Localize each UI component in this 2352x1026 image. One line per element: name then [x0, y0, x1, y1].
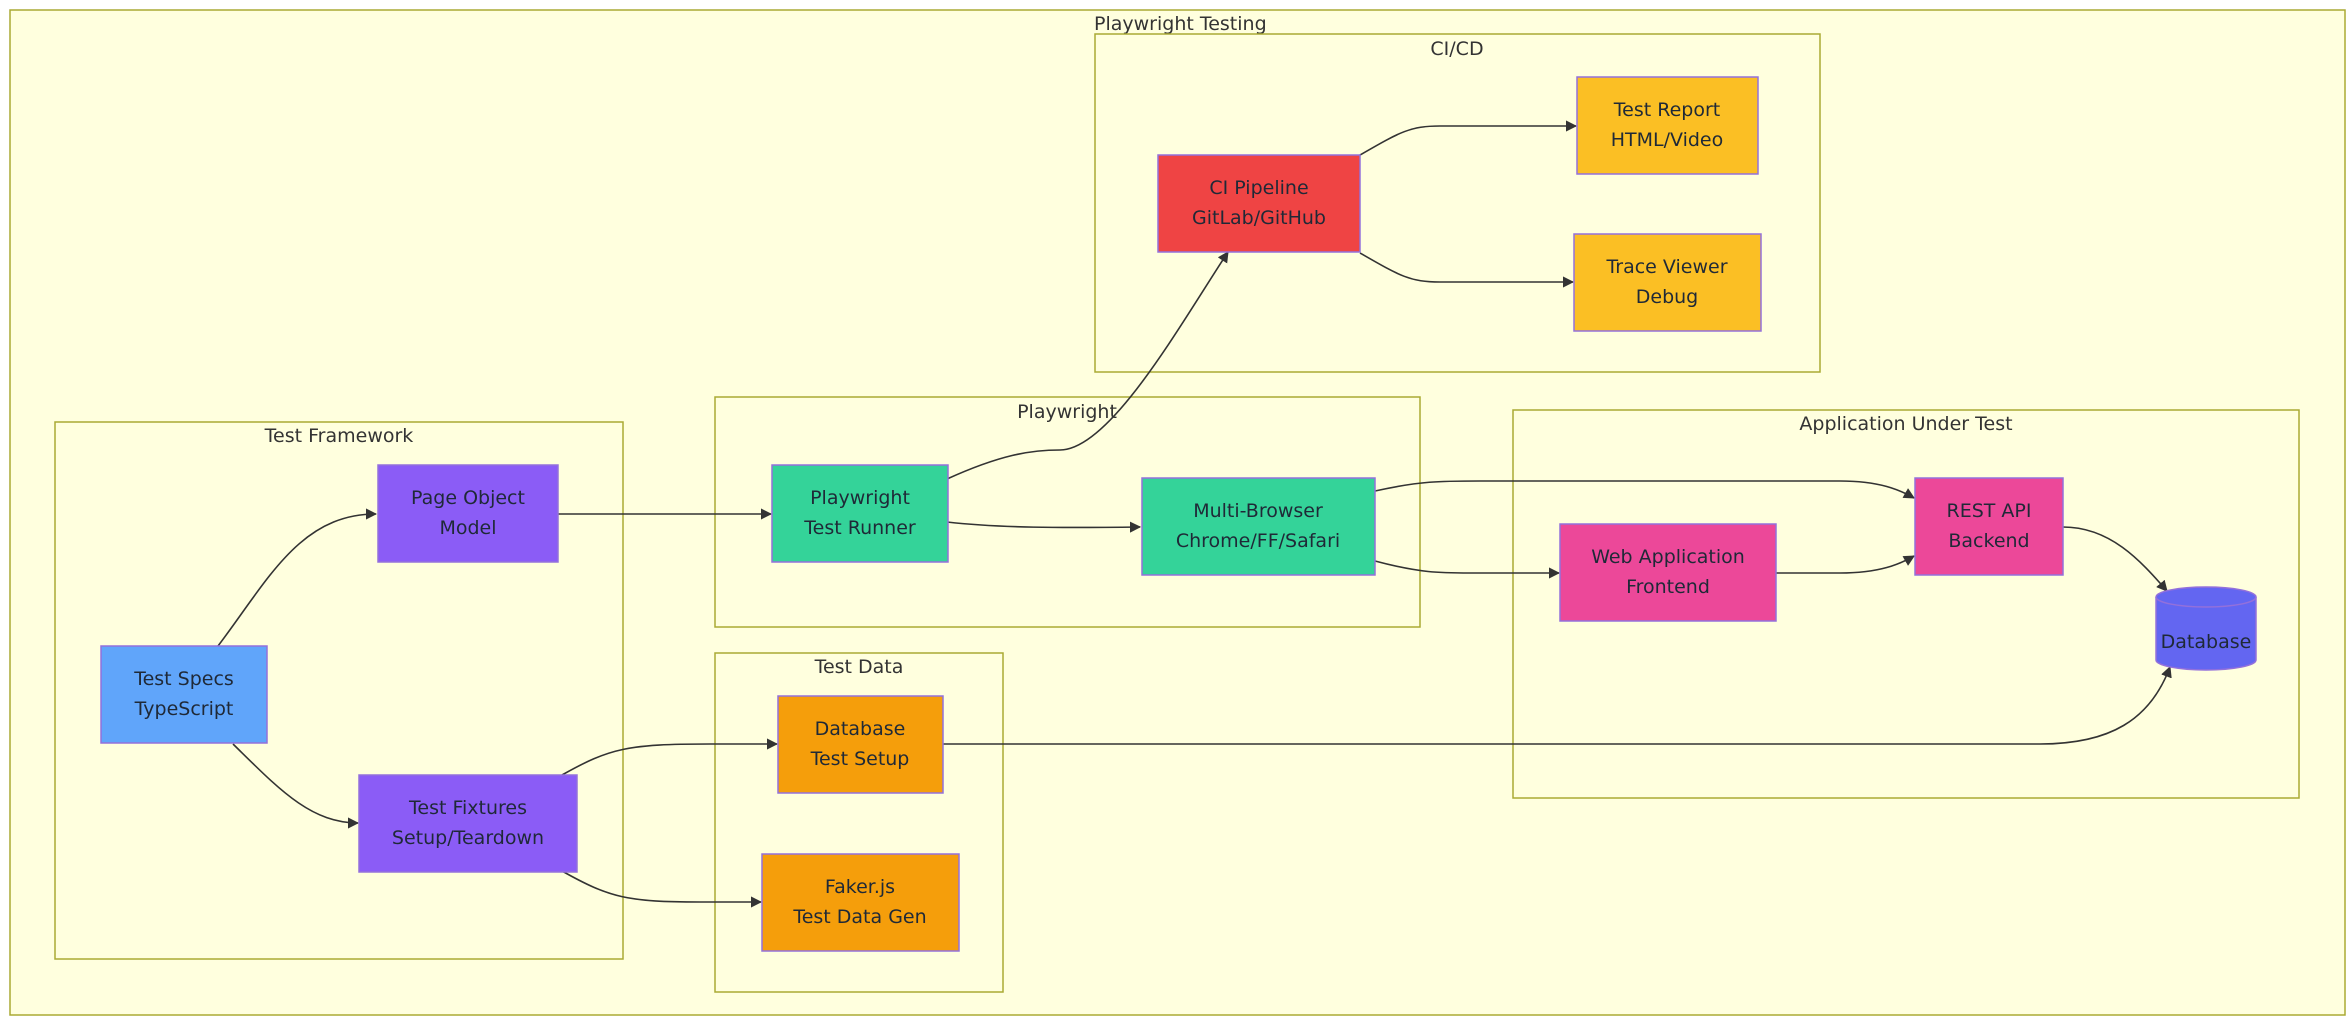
- web-application-box: [1559, 523, 1777, 622]
- node-ci-pipeline: CI Pipeline GitLab/GitHub: [1157, 154, 1361, 253]
- node-web-application: Web Application Frontend: [1559, 523, 1777, 622]
- node-label-line: Multi-Browser: [1193, 500, 1323, 522]
- node-label-line: GitLab/GitHub: [1192, 207, 1326, 229]
- node-label-line: Test Setup: [810, 748, 910, 770]
- cluster-label-application-under-test: Application Under Test: [1799, 413, 2012, 435]
- node-playwright-test-runner: Playwright Test Runner: [771, 464, 949, 563]
- test-fixtures-box: [358, 774, 578, 873]
- node-label-line: Setup/Teardown: [392, 827, 544, 849]
- playwright-test-runner-box: [771, 464, 949, 563]
- svg-text:Setup/Teardown: Setup/Teardown: [392, 827, 544, 849]
- node-label-line: Faker.js: [825, 876, 895, 898]
- edge-fixtures-to-faker: [561, 870, 763, 908]
- database-cylinder-top: [2155, 596, 2257, 608]
- rest-api-box: [1914, 477, 2064, 576]
- test-report-box: [1576, 76, 1759, 175]
- svg-text:Debug: Debug: [1636, 286, 1698, 308]
- node-label-line: Database: [815, 718, 906, 740]
- faker-js-box: [761, 853, 960, 952]
- test-specs-box: [100, 645, 268, 744]
- node-label-line: Test Runner: [803, 517, 916, 539]
- cluster-label-playwright: Playwright: [1017, 401, 1117, 423]
- svg-text:Page Object: Page Object: [411, 487, 525, 509]
- cluster-label-test-data: Test Data: [814, 656, 904, 678]
- svg-text:Chrome/FF/Safari: Chrome/FF/Safari: [1176, 530, 1340, 552]
- node-test-report: Test Report HTML/Video: [1576, 76, 1759, 175]
- svg-text:Frontend: Frontend: [1626, 576, 1710, 598]
- svg-text:CI Pipeline: CI Pipeline: [1209, 177, 1308, 199]
- edge-runner-to-browser: [946, 521, 1142, 533]
- page-object-model-box: [377, 464, 559, 563]
- svg-text:Faker.js: Faker.js: [825, 876, 895, 898]
- svg-text:TypeScript: TypeScript: [134, 698, 234, 720]
- cluster-label-playwright-testing: Playwright Testing: [1094, 13, 1267, 35]
- svg-text:Test Setup: Test Setup: [810, 748, 910, 770]
- edge-runner-to-ci: [946, 251, 1229, 480]
- node-label-line: Page Object: [411, 487, 525, 509]
- node-database: Database: [2155, 586, 2257, 671]
- node-label-line: Chrome/FF/Safari: [1176, 530, 1340, 552]
- cluster-label-cicd: CI/CD: [1430, 38, 1483, 60]
- database-test-setup-box: [777, 695, 944, 794]
- node-label-line: Trace Viewer: [1605, 256, 1727, 278]
- node-label-line: HTML/Video: [1611, 129, 1724, 151]
- node-label-line: Frontend: [1626, 576, 1710, 598]
- svg-text:GitLab/GitHub: GitLab/GitHub: [1192, 207, 1326, 229]
- edge-browser-to-api: [1374, 480, 1915, 499]
- svg-text:Trace Viewer: Trace Viewer: [1605, 256, 1727, 278]
- edge-specs-to-pom: [217, 508, 378, 647]
- node-faker-js: Faker.js Test Data Gen: [761, 853, 960, 952]
- edge-ci-to-report: [1359, 120, 1578, 156]
- svg-text:Database: Database: [2161, 631, 2252, 653]
- node-trace-viewer: Trace Viewer Debug: [1573, 233, 1762, 332]
- node-label-line: Web Application: [1591, 546, 1745, 568]
- node-test-specs: Test Specs TypeScript: [100, 645, 268, 744]
- svg-text:Model: Model: [439, 517, 496, 539]
- node-label-line: TypeScript: [134, 698, 234, 720]
- edge-ci-to-trace: [1359, 252, 1575, 288]
- trace-viewer-box: [1573, 233, 1762, 332]
- node-label-line: Debug: [1636, 286, 1698, 308]
- node-page-object-model: Page Object Model: [377, 464, 559, 563]
- database-cylinder: [2155, 586, 2257, 671]
- edge-dbsetup-to-db: [943, 665, 2172, 745]
- node-label-line: Database: [2161, 631, 2252, 653]
- svg-text:Playwright: Playwright: [810, 487, 910, 509]
- svg-text:Test Specs: Test Specs: [133, 668, 234, 690]
- edge-webapp-to-api: [1776, 555, 1915, 574]
- edge-browser-to-webapp: [1374, 560, 1561, 579]
- node-label-line: REST API: [1947, 500, 2032, 522]
- svg-text:REST API: REST API: [1947, 500, 2032, 522]
- node-database-test-setup: Database Test Setup: [777, 695, 944, 794]
- svg-text:Web Application: Web Application: [1591, 546, 1745, 568]
- node-test-fixtures: Test Fixtures Setup/Teardown: [358, 774, 578, 873]
- svg-text:Database: Database: [815, 718, 906, 740]
- node-label-line: Test Report: [1613, 99, 1720, 121]
- node-label-line: Test Fixtures: [408, 797, 527, 819]
- svg-text:Test Report: Test Report: [1613, 99, 1720, 121]
- multi-browser-box: [1141, 477, 1376, 576]
- node-label-line: Test Data Gen: [792, 906, 926, 928]
- node-label-line: CI Pipeline: [1209, 177, 1308, 199]
- ci-pipeline-box: [1157, 154, 1361, 253]
- node-multi-browser: Multi-Browser Chrome/FF/Safari: [1141, 477, 1376, 576]
- edge-fixtures-to-dbsetup: [561, 738, 779, 776]
- svg-text:Test Runner: Test Runner: [803, 517, 916, 539]
- svg-text:Test Fixtures: Test Fixtures: [408, 797, 527, 819]
- node-label-line: Playwright: [810, 487, 910, 509]
- svg-text:Multi-Browser: Multi-Browser: [1193, 500, 1323, 522]
- svg-text:HTML/Video: HTML/Video: [1611, 129, 1724, 151]
- svg-text:Backend: Backend: [1948, 530, 2029, 552]
- cluster-label-test-framework: Test Framework: [264, 425, 414, 447]
- node-label-line: Model: [439, 517, 496, 539]
- edges: [217, 120, 2172, 908]
- node-label-line: Test Specs: [133, 668, 234, 690]
- edge-specs-to-fixtures: [232, 743, 360, 829]
- svg-text:Test Data Gen: Test Data Gen: [792, 906, 926, 928]
- node-label-line: Backend: [1948, 530, 2029, 552]
- node-rest-api: REST API Backend: [1914, 477, 2064, 576]
- edge-api-to-db: [2062, 526, 2168, 592]
